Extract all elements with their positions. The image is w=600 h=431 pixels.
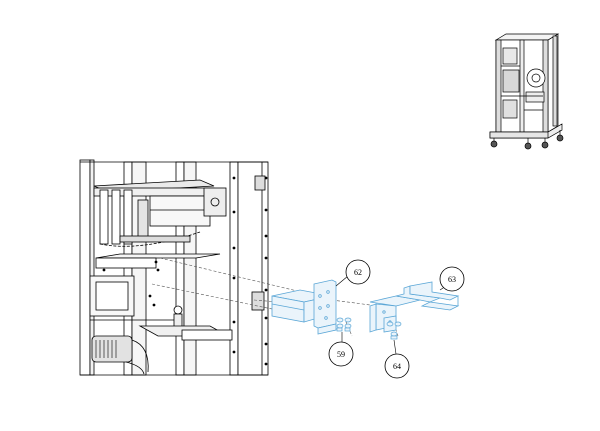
- overview-cabinet-thumbnail: [489, 33, 564, 150]
- hardware-part-59: [336, 317, 352, 332]
- callout-63-circle: [439, 266, 465, 292]
- cabinet-frame-detail: [79, 159, 269, 376]
- callout-64-label: 64: [393, 362, 401, 371]
- callout-64-circle: [384, 353, 410, 379]
- callout-59-circle: [328, 341, 354, 367]
- callout-63: 63: [439, 266, 465, 292]
- callout-62-circle: [345, 259, 371, 285]
- callout-64: 64: [384, 339, 410, 379]
- callout-59: 59: [328, 332, 354, 367]
- bracket-part-62: [271, 279, 337, 335]
- hardware-part-64: [386, 321, 402, 340]
- callout-63-label: 63: [448, 275, 456, 284]
- callout-59-label: 59: [337, 350, 345, 359]
- bracket-part-63: [369, 281, 460, 333]
- callout-62-label: 62: [354, 268, 362, 277]
- callout-62: 62: [335, 259, 371, 287]
